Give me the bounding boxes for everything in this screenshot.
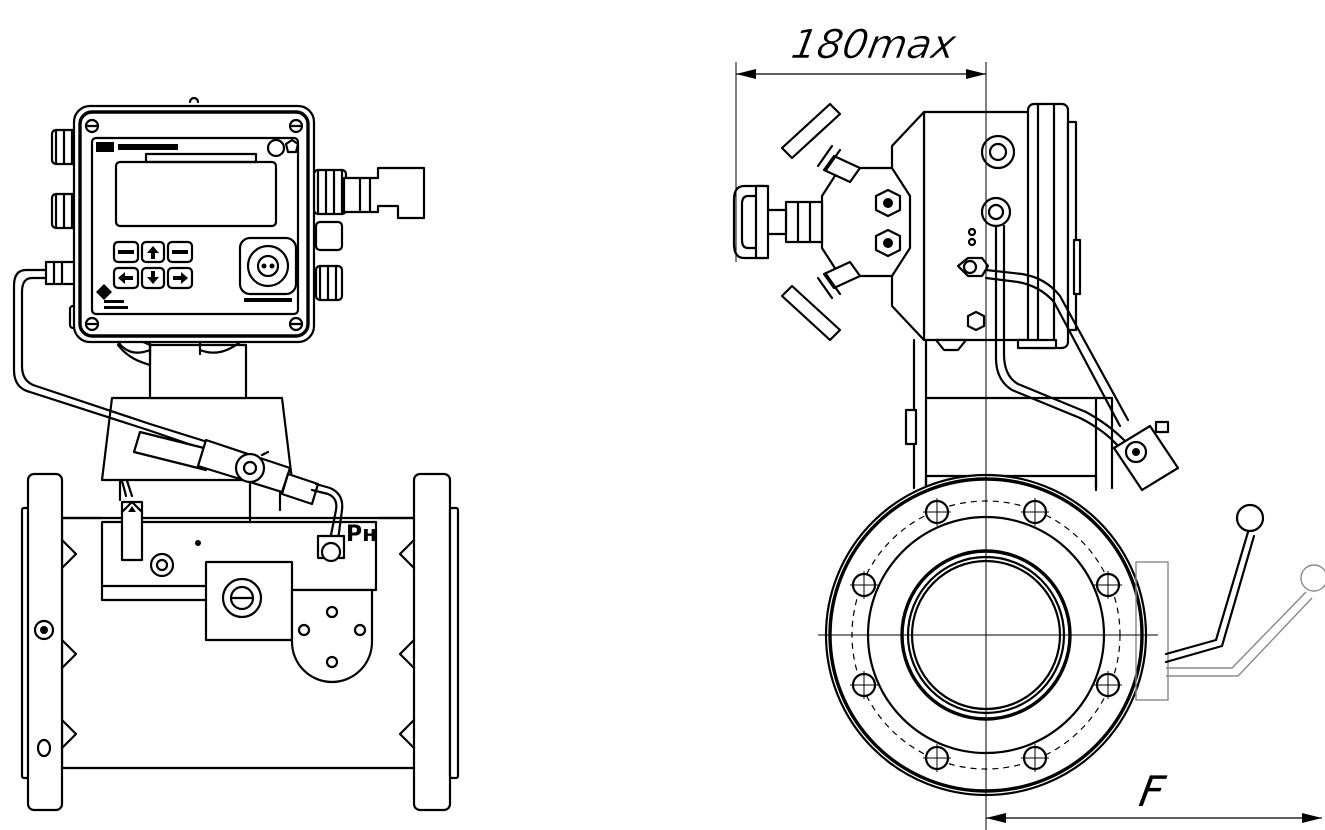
right-flange (398, 472, 460, 812)
valve-manifold (732, 102, 912, 342)
impulse-tube (12, 260, 216, 454)
electronics-housing (72, 96, 316, 356)
flange-offset-label: F (1136, 767, 1169, 816)
max-width-label: 180max (788, 21, 961, 68)
valve-levers (1135, 503, 1325, 701)
front-view: Pн (12, 96, 460, 812)
pressure-probe: Pн (132, 430, 377, 563)
tube-fitting-block (1112, 420, 1180, 492)
cable-glands-right (312, 166, 426, 302)
mounting-plate (290, 588, 374, 684)
dimension-180max: 180max (735, 21, 986, 262)
support-bracket (904, 338, 1114, 492)
impulse-tubes-side (984, 224, 1130, 448)
adapter-block (204, 560, 294, 642)
flange-bolt-holes (850, 498, 1122, 772)
centerlines (818, 62, 1158, 830)
side-view (732, 62, 1325, 830)
left-flange (20, 472, 78, 812)
outlet-pressure-label: Pн (346, 522, 377, 547)
